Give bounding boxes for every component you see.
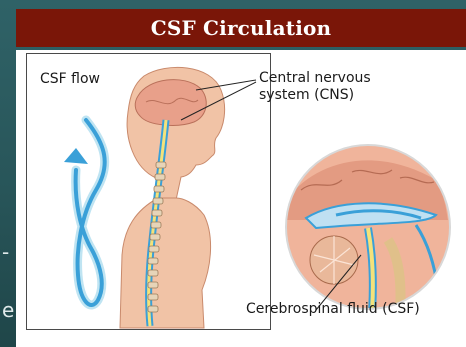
slide-title: CSF Circulation	[151, 16, 332, 40]
brain-closeup	[286, 145, 450, 312]
csf-flow-label: CSF flow	[40, 71, 100, 88]
title-bar: CSF Circulation	[16, 9, 466, 47]
human-figure	[120, 67, 225, 328]
csf-flow-arrow	[64, 120, 105, 305]
left-edge-glyph: e	[2, 298, 14, 322]
csf-label: Cerebrospinal fluid (CSF)	[246, 301, 420, 318]
figure-panel: CSF flow Central nervous system (CNS) Ce…	[16, 50, 466, 347]
cns-label: Central nervous system (CNS)	[259, 70, 371, 104]
left-edge-fragment: - e	[0, 240, 16, 347]
left-edge-glyph: -	[2, 240, 9, 264]
